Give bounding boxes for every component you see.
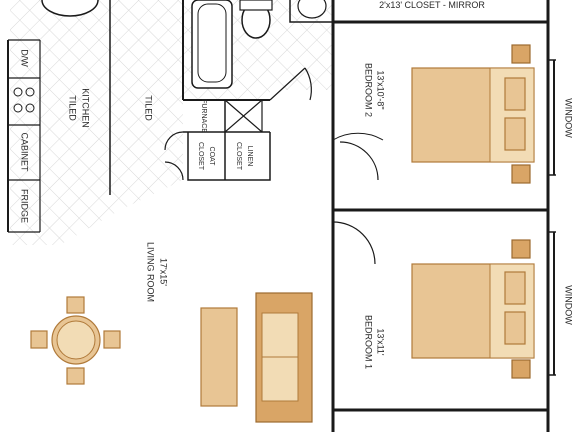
bathroom-fixtures	[41, 0, 327, 89]
cabinet-label: CABINET	[20, 132, 30, 172]
linen-closet-label-1: LINEN	[246, 146, 253, 167]
window-label-bottom: WINDOW	[564, 285, 574, 325]
dishwasher-label: D/W	[20, 49, 30, 67]
furnace-label: FURNACE	[200, 99, 207, 133]
kitchen-tiled-label: TILED	[68, 95, 78, 121]
walls	[7, 0, 556, 432]
bedroom2-dims: 13'x10'-8"	[376, 70, 386, 109]
coat-closet-label-1: COAT	[208, 147, 215, 167]
fridge-label: FRIDGE	[20, 189, 30, 223]
bedroom2-bed	[411, 44, 535, 184]
bedroom1-dims: 13'x11'	[376, 328, 386, 356]
dishwasher-cabinet-marks	[13, 87, 35, 113]
bedroom1-name: BEDROOM 1	[364, 315, 374, 369]
bedroom1-bed	[411, 239, 535, 379]
door-swings	[164, 67, 384, 265]
closet-mirror-label: 2'x13' CLOSET - MIRROR	[379, 0, 485, 10]
linen-closet-label-2: CLOSET	[235, 142, 242, 171]
kitchen-tile-floor	[10, 0, 333, 245]
kitchen-label: KITCHEN	[81, 88, 91, 128]
coat-closet-label-2: CLOSET	[197, 142, 204, 171]
window-label-top: WINDOW	[564, 98, 574, 138]
living-room-dims: 17'x15'	[159, 258, 169, 286]
tiled-label: TILED	[144, 95, 154, 121]
living-room-name: LIVING ROOM	[146, 242, 156, 302]
living-room-furniture	[30, 292, 313, 423]
bedroom2-name: BEDROOM 2	[364, 63, 374, 117]
